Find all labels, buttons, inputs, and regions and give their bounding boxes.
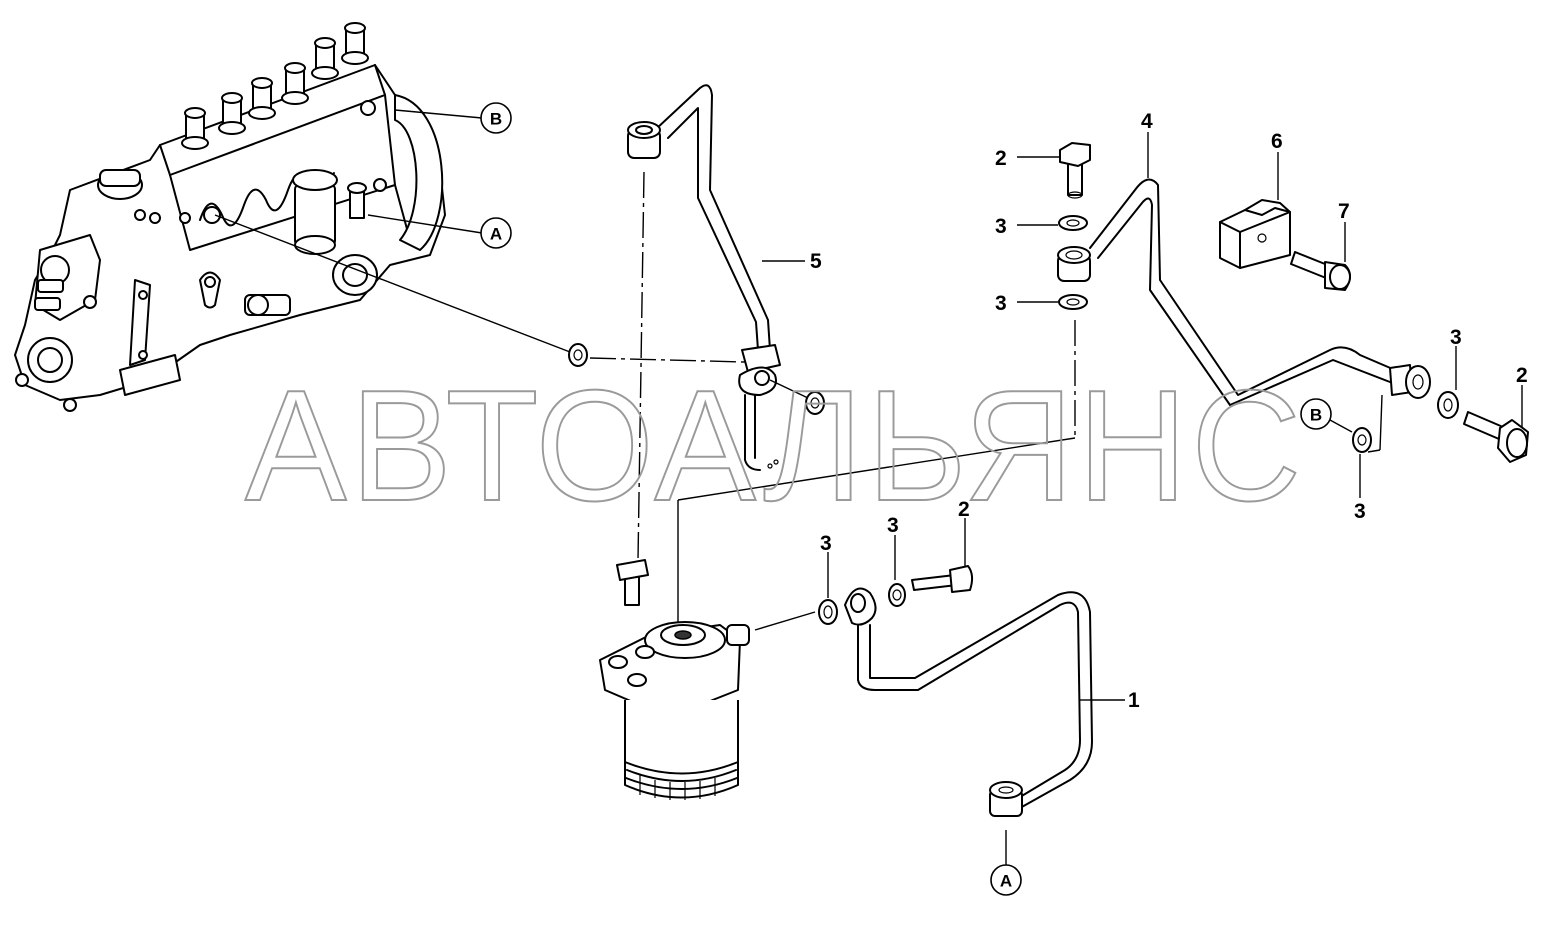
watermark: АВТОАЛЬЯНС — [245, 358, 1305, 534]
callout-1: 1 — [1128, 689, 1140, 712]
callout-3-bottom-b: 3 — [887, 514, 899, 537]
callout-2-top: 2 — [995, 147, 1007, 170]
ref-a-line: A — [990, 864, 1022, 896]
callout-6: 6 — [1271, 130, 1283, 153]
callout-2-right: 2 — [1516, 364, 1528, 387]
ref-b-pump: B — [480, 102, 512, 134]
ref-b-right-label: B — [1310, 406, 1322, 425]
callout-5: 5 — [810, 250, 822, 273]
washer-top-a — [1058, 215, 1088, 231]
ref-b-pump-label: B — [490, 110, 502, 129]
callout-4: 4 — [1141, 110, 1153, 133]
fuel-filter-assembly — [599, 559, 750, 800]
banjo-bolt-right — [1463, 411, 1529, 463]
clamp-6 — [1219, 199, 1291, 269]
ref-b-right: B — [1300, 398, 1332, 430]
fuel-pipe-4 — [1057, 178, 1431, 406]
fuel-pipe-5 — [627, 84, 781, 471]
callout-3-top-a: 3 — [995, 215, 1007, 238]
callout-7: 7 — [1338, 200, 1350, 223]
delivery-valve-holders — [181, 22, 369, 150]
washer-pipe1-a — [818, 599, 838, 625]
washer-pump-side — [568, 343, 588, 367]
fuel-pipe-1 — [844, 587, 1093, 817]
washer-top-b — [1058, 294, 1088, 310]
bolt-7 — [1290, 251, 1351, 291]
washer-pipe5-lower — [805, 391, 825, 415]
callout-3-top-b: 3 — [995, 292, 1007, 315]
washer-pipe1-b — [888, 583, 906, 607]
callout-3-bottom-a: 3 — [820, 532, 832, 555]
callout-3-right-a: 3 — [1450, 326, 1462, 349]
injection-pump-assembly — [14, 22, 446, 412]
washer-right-b — [1352, 427, 1372, 453]
ref-a-line-label: A — [1000, 872, 1012, 891]
callout-2-bottom: 2 — [958, 498, 970, 521]
banjo-bolt-top — [1059, 142, 1091, 199]
ref-a-pump: A — [480, 217, 512, 249]
callout-3-right-b: 3 — [1354, 500, 1366, 523]
banjo-bolt-pipe1 — [911, 565, 974, 593]
ref-a-pump-label: A — [490, 225, 502, 244]
washer-right-a — [1437, 391, 1459, 419]
